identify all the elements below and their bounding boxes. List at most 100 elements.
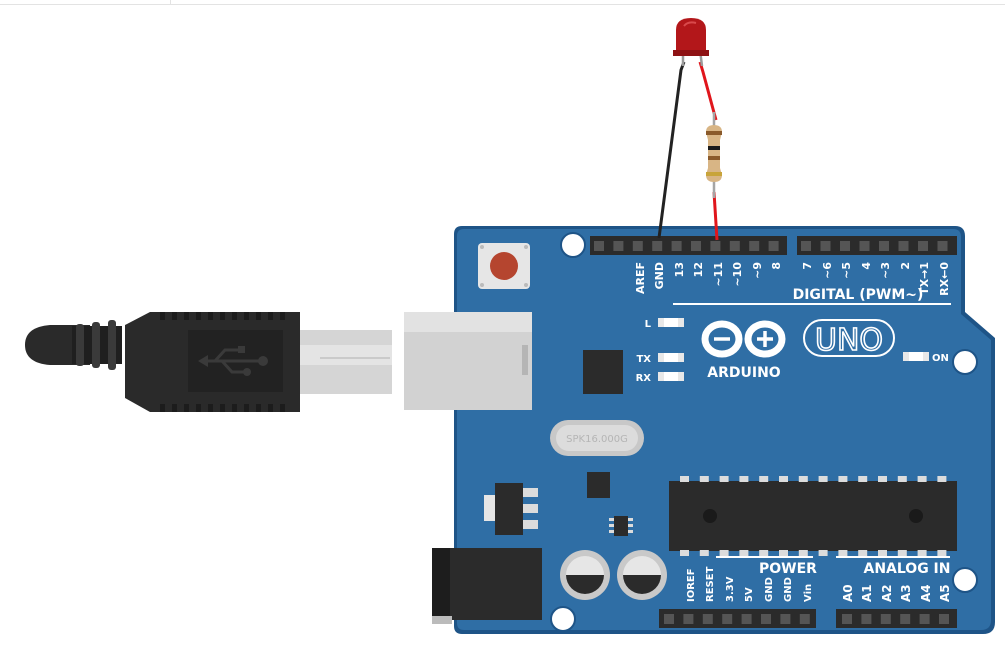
digital-pin-label: TX→1 bbox=[918, 262, 931, 295]
uno-model-label: UNO bbox=[815, 323, 883, 358]
digital-pin-label: 8 bbox=[770, 262, 783, 270]
header-pin-socket[interactable] bbox=[842, 614, 852, 624]
led-rx-label: RX bbox=[636, 373, 652, 384]
chip-leg bbox=[699, 476, 709, 482]
header-pin-socket[interactable] bbox=[898, 241, 909, 251]
header-pin-socket[interactable] bbox=[801, 241, 811, 251]
digital-section-label: DIGITAL (PWM~) bbox=[793, 287, 924, 303]
crystal-oscillator: SPK16.000G bbox=[550, 420, 644, 456]
digital-pin-label: RX←0 bbox=[938, 262, 951, 296]
analog-pin-label: A2 bbox=[880, 584, 894, 602]
chip-leg bbox=[719, 550, 729, 556]
header-pin-socket[interactable] bbox=[879, 241, 889, 251]
power-header[interactable] bbox=[659, 609, 957, 628]
analog-pin-label: A5 bbox=[938, 584, 952, 602]
chip-leg bbox=[858, 550, 868, 556]
mounting-hole bbox=[952, 349, 978, 375]
digital-header[interactable] bbox=[590, 236, 957, 255]
resistor-band bbox=[706, 131, 722, 135]
header-pin-socket[interactable] bbox=[799, 614, 810, 624]
digital-pin-label: ~10 bbox=[731, 262, 744, 287]
analog-pin-label: A3 bbox=[899, 584, 913, 602]
mounting-hole bbox=[952, 567, 978, 593]
header-pin-socket[interactable] bbox=[671, 241, 682, 251]
analog-section-label: ANALOG IN bbox=[863, 561, 950, 577]
header-pin-socket[interactable] bbox=[768, 241, 779, 251]
header-pin-socket[interactable] bbox=[900, 614, 911, 624]
mounting-hole bbox=[550, 606, 576, 632]
header-pin-socket[interactable] bbox=[652, 241, 663, 251]
chip-leg bbox=[937, 550, 947, 556]
crystal-label: SPK16.000G bbox=[566, 434, 628, 445]
header-pin-socket[interactable] bbox=[820, 241, 831, 251]
header-pin-socket[interactable] bbox=[710, 241, 721, 251]
chip-leg bbox=[878, 476, 887, 482]
header-pin-socket[interactable] bbox=[761, 614, 771, 624]
capacitor bbox=[617, 550, 667, 600]
header-pin-socket[interactable] bbox=[722, 614, 733, 624]
header-pin-socket[interactable] bbox=[702, 614, 713, 624]
header-pin-socket[interactable] bbox=[741, 614, 752, 624]
chip-leg bbox=[699, 550, 709, 556]
header-pin-socket[interactable] bbox=[861, 614, 872, 624]
header-pin-socket[interactable] bbox=[937, 241, 948, 251]
chip-leg bbox=[897, 550, 907, 556]
capacitor bbox=[560, 550, 610, 600]
header-pin-socket[interactable] bbox=[613, 241, 624, 251]
header-pin-socket[interactable] bbox=[859, 241, 870, 251]
chip-leg bbox=[838, 550, 848, 556]
header-pin-socket[interactable] bbox=[664, 614, 674, 624]
digital-pin-label: AREF bbox=[634, 262, 647, 294]
header-pin-socket[interactable] bbox=[918, 241, 928, 251]
header-pin-socket[interactable] bbox=[594, 241, 604, 251]
arduino-infinity-logo bbox=[701, 320, 786, 358]
chip-leg bbox=[878, 550, 887, 556]
header-pin-socket[interactable] bbox=[919, 614, 930, 624]
reset-button[interactable] bbox=[478, 243, 530, 289]
chip-leg bbox=[779, 550, 788, 556]
status-leds: L TX RX ON bbox=[636, 318, 949, 384]
header-pin-socket[interactable] bbox=[939, 614, 949, 624]
chip-leg bbox=[897, 476, 907, 482]
chip-leg bbox=[818, 476, 828, 482]
led-red[interactable] bbox=[673, 18, 709, 67]
arduino-brand-label: ARDUINO bbox=[707, 365, 781, 381]
analog-pin-label: A0 bbox=[841, 584, 855, 602]
digital-pin-label: GND bbox=[653, 262, 666, 289]
toolbar-divider bbox=[170, 0, 171, 4]
digital-pin-label: 4 bbox=[860, 262, 873, 270]
resistor[interactable] bbox=[706, 112, 722, 198]
uno-badge bbox=[803, 319, 895, 357]
usb-symbol-icon bbox=[198, 346, 268, 376]
header-pin-socket[interactable] bbox=[840, 241, 850, 251]
led-l-label: L bbox=[645, 319, 652, 330]
chip-leg bbox=[838, 476, 848, 482]
header-pin-socket[interactable] bbox=[691, 241, 701, 251]
dc-power-jack bbox=[432, 548, 542, 624]
header-pin-socket[interactable] bbox=[632, 241, 643, 251]
chip-leg bbox=[759, 476, 769, 482]
resistor-band bbox=[708, 146, 720, 150]
digital-pin-label: ~6 bbox=[821, 262, 834, 279]
chip-leg bbox=[779, 476, 788, 482]
analog-pin-label: A4 bbox=[919, 584, 933, 602]
digital-pin-label: ~9 bbox=[751, 262, 764, 279]
usb-shell-highlight bbox=[300, 345, 392, 365]
gnd-wire[interactable] bbox=[657, 61, 686, 239]
power-pin-label: GND bbox=[783, 577, 794, 602]
header-pin-socket[interactable] bbox=[683, 614, 694, 624]
header-pin-socket[interactable] bbox=[729, 241, 740, 251]
small-chip bbox=[587, 472, 610, 498]
header-pin-socket[interactable] bbox=[780, 614, 791, 624]
resistor-band bbox=[706, 172, 722, 176]
header-pin-socket[interactable] bbox=[749, 241, 760, 251]
chip-leg bbox=[858, 476, 868, 482]
usb-rib-2 bbox=[92, 322, 100, 368]
chip-leg bbox=[739, 476, 749, 482]
usb-cable[interactable] bbox=[25, 312, 392, 412]
header-pin-socket[interactable] bbox=[880, 614, 891, 624]
